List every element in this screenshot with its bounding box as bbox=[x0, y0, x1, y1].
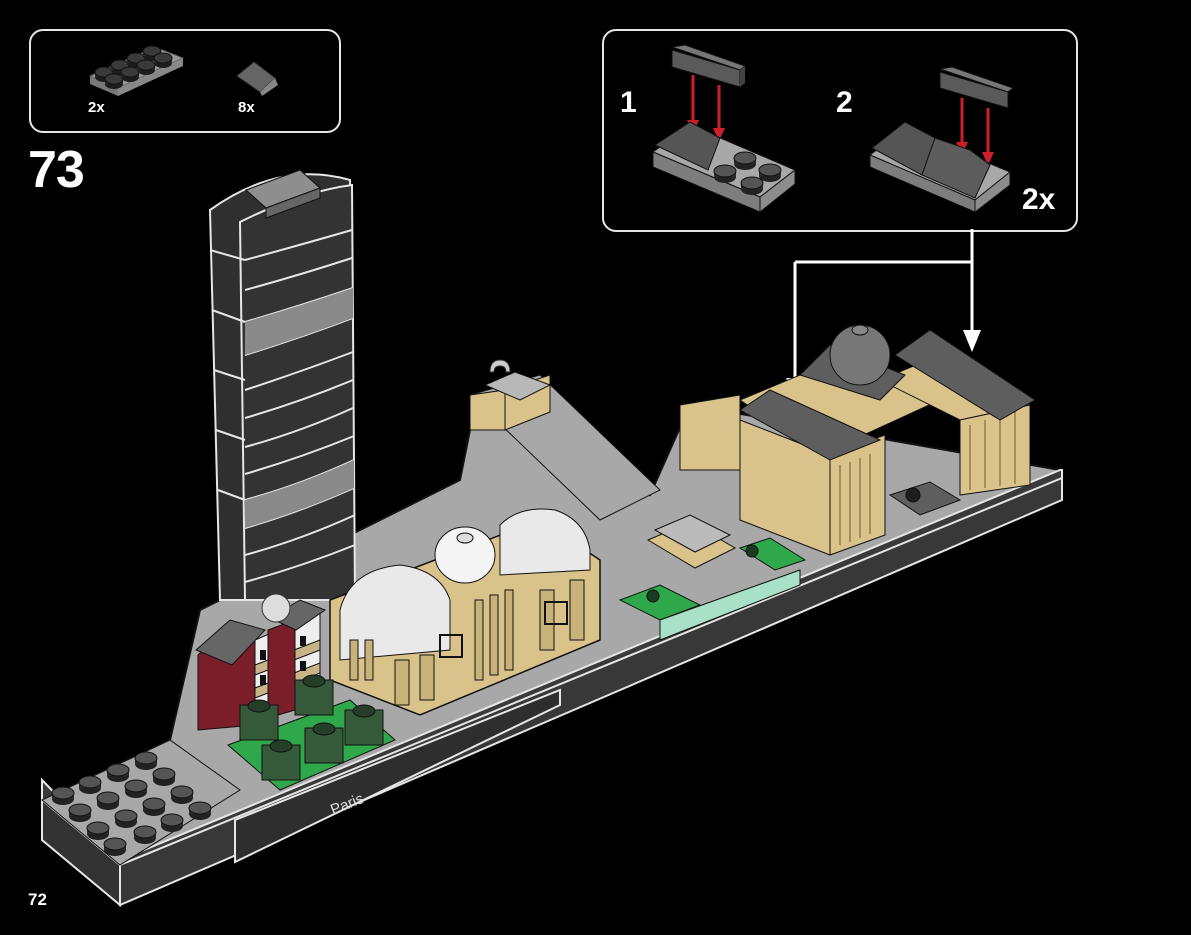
left-studded-plates bbox=[41, 739, 241, 866]
part-quantity-slope: 8x bbox=[238, 99, 255, 116]
step-number: 73 bbox=[28, 141, 85, 199]
arrow-down-icon bbox=[963, 330, 981, 352]
sub-assembly-multiplier: 2x bbox=[1022, 183, 1056, 216]
part-quantity-plate: 2x bbox=[88, 99, 105, 116]
trees bbox=[227, 674, 396, 791]
fountains bbox=[618, 514, 807, 641]
sub-step-1-illustration bbox=[651, 44, 796, 214]
grand-palais bbox=[329, 508, 601, 716]
sub-step-2-illustration bbox=[869, 66, 1015, 214]
part-slope-icon bbox=[236, 61, 278, 96]
tower bbox=[208, 169, 357, 601]
parts-list-box bbox=[29, 29, 341, 133]
page-number: 72 bbox=[28, 890, 47, 909]
louvre bbox=[679, 324, 1036, 556]
callout-connector-arrows bbox=[793, 229, 974, 385]
part-plate-2x4-icon bbox=[88, 45, 185, 96]
sub-assembly-callout bbox=[602, 29, 1078, 232]
walkway-block bbox=[469, 359, 661, 521]
sub-step-1-label: 1 bbox=[620, 86, 637, 119]
sub-step-2-label: 2 bbox=[836, 86, 853, 119]
